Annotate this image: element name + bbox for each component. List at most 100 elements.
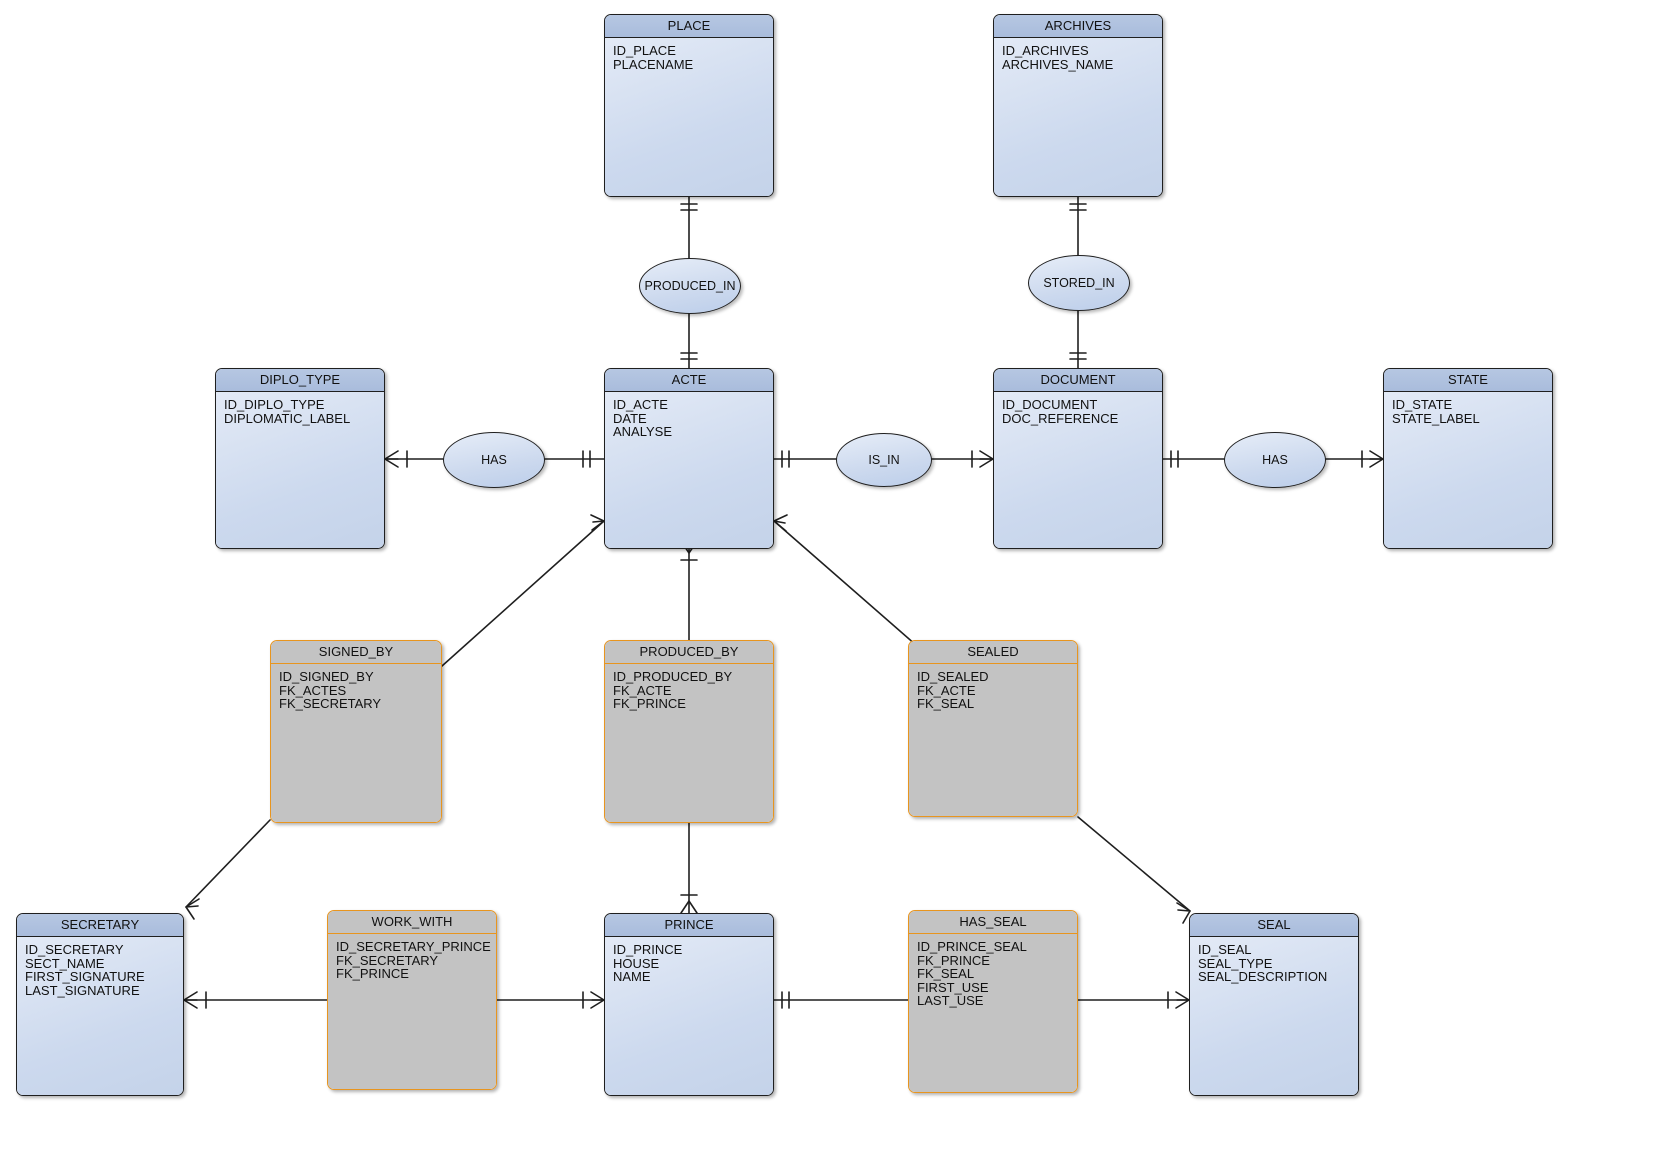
crow-secretary-right xyxy=(182,991,198,1009)
relationship-is_in[interactable]: IS_IN xyxy=(836,433,932,487)
relationship-label: PRODUCED_IN xyxy=(644,279,736,293)
entity-title: SEAL xyxy=(1190,914,1358,937)
entity-title: SEALED xyxy=(909,641,1077,664)
attribute-item: ID_SEAL xyxy=(1198,942,1252,957)
attribute-item: FK_SEAL xyxy=(917,966,975,981)
attribute-item: FK_ACTE xyxy=(917,682,976,698)
attribute-item: NAME xyxy=(613,969,651,984)
edge-sealed-seal xyxy=(1077,816,1191,912)
attribute-item: DATE xyxy=(613,410,647,426)
attribute-item: FK_SECRETARY xyxy=(336,952,439,968)
entity-title: PLACE xyxy=(605,15,773,38)
entity-title: ACTE xyxy=(605,369,773,392)
relationship-label: HAS xyxy=(1262,453,1288,467)
crow-acte-sealed xyxy=(772,514,788,532)
attribute-item: LAST_SIGNATURE xyxy=(25,982,140,998)
attribute-item: ID_PRODUCED_BY xyxy=(613,669,733,684)
relationship-label: STORED_IN xyxy=(1043,276,1115,290)
relationship-produced_in[interactable]: PRODUCED_IN xyxy=(639,258,741,314)
crow-acte-signedby xyxy=(590,514,606,531)
attribute-item: ID_SECRETARY_PRINCE xyxy=(336,939,491,954)
attribute-item: DIPLOMATIC_LABEL xyxy=(224,410,351,426)
entity-title: ARCHIVES xyxy=(994,15,1162,38)
relationship-has_state[interactable]: HAS xyxy=(1224,432,1326,488)
entity-title: SIGNED_BY xyxy=(271,641,441,664)
crow-prince-left xyxy=(590,991,605,1009)
attribute-item: FK_ACTES xyxy=(279,682,347,698)
crow-diplotype xyxy=(383,450,399,468)
relationship-stored_in[interactable]: STORED_IN xyxy=(1028,255,1130,311)
entity-title: HAS_SEAL xyxy=(909,911,1077,934)
attribute-item: FIRST_SIGNATURE xyxy=(25,969,145,984)
edge-signedby-secretary xyxy=(185,819,271,908)
attribute-item: ID_DOCUMENT xyxy=(1002,397,1098,412)
edge-acte-signedby xyxy=(441,520,605,667)
relationship-has_diplo[interactable]: HAS xyxy=(443,432,545,488)
attribute-item: ID_PLACE xyxy=(613,43,676,58)
attribute-item: ID_ACTE xyxy=(613,397,668,412)
attribute-item: DOC_REFERENCE xyxy=(1002,410,1119,426)
attribute-item: ID_SEALED xyxy=(917,669,989,684)
entity-title: WORK_WITH xyxy=(328,911,496,934)
attribute-item: FK_PRINCE xyxy=(336,966,409,981)
crow-secretary xyxy=(185,898,200,920)
attribute-item: FIRST_USE xyxy=(917,979,989,995)
attribute-item: ID_DIPLO_TYPE xyxy=(224,397,325,412)
attribute-item: LAST_USE xyxy=(917,993,984,1008)
attribute-item: ID_SIGNED_BY xyxy=(279,669,374,684)
attribute-item: FK_PRINCE xyxy=(917,952,990,968)
attribute-item: ID_PRINCE xyxy=(613,942,683,957)
attribute-item: ID_ARCHIVES xyxy=(1002,43,1089,58)
attribute-item: ID_PRINCE_SEAL xyxy=(917,939,1027,954)
attribute-item: PLACENAME xyxy=(613,56,694,72)
crow-state xyxy=(1369,450,1384,468)
attribute-item: ID_STATE xyxy=(1392,397,1453,412)
entity-title: DOCUMENT xyxy=(994,369,1162,392)
attribute-item: SEAL_TYPE xyxy=(1198,955,1273,971)
attribute-item: HOUSE xyxy=(613,955,660,971)
entity-title: STATE xyxy=(1384,369,1552,392)
relationship-label: HAS xyxy=(481,453,507,467)
attribute-item: FK_SEAL xyxy=(917,696,975,711)
attribute-item: FK_SECRETARY xyxy=(279,696,382,711)
crow-seal-left xyxy=(1175,991,1190,1009)
